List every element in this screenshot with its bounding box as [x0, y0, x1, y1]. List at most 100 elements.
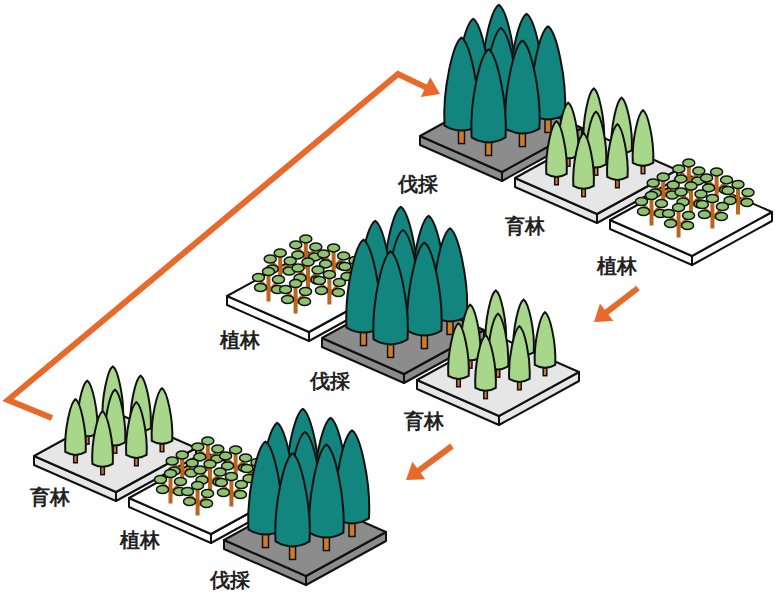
sapling-leaf	[673, 203, 685, 211]
tree-crown	[471, 49, 505, 142]
sapling-leaf	[282, 295, 294, 303]
sapling-leaf	[701, 174, 713, 182]
tree-crown	[275, 453, 309, 546]
sapling-leaf	[202, 437, 214, 445]
sapling-leaf	[685, 182, 697, 190]
sapling-leaf	[332, 289, 344, 297]
sapling-leaf	[230, 446, 242, 454]
tree-crown	[573, 133, 594, 189]
sapling-leaf	[313, 277, 325, 285]
sapling-leaf	[732, 180, 744, 188]
stage-label: 植林	[120, 529, 160, 551]
arrow-head	[594, 304, 613, 322]
forest-plot	[322, 207, 484, 383]
sapling-leaf	[253, 274, 265, 282]
tree-crown	[65, 399, 86, 455]
sapling-leaf	[255, 284, 267, 292]
tree-crown	[535, 312, 556, 368]
sapling-leaf	[656, 200, 668, 208]
sapling-leaf	[312, 266, 324, 274]
sapling-leaf	[300, 287, 312, 295]
sapling-leaf	[192, 481, 204, 489]
sapling-leaf	[657, 173, 669, 181]
sapling-leaf	[241, 464, 253, 472]
sapling-leaf	[315, 287, 327, 295]
stage-label: 育林	[404, 410, 444, 432]
tree-crown	[509, 326, 530, 382]
sapling-leaf	[194, 466, 206, 474]
sapling-leaf	[711, 168, 723, 176]
sapling-leaf	[284, 257, 296, 265]
sapling-leaf	[333, 279, 345, 287]
sapling-leaf	[175, 478, 187, 486]
sapling-leaf	[234, 491, 246, 499]
sapling-leaf	[683, 211, 695, 219]
sapling-leaf	[280, 285, 292, 293]
sapling-leaf	[310, 243, 322, 251]
tree-crown	[505, 41, 539, 134]
sapling-leaf	[721, 176, 733, 184]
sapling-leaf	[742, 188, 754, 196]
sapling-leaf	[318, 250, 330, 258]
sapling-leaf	[263, 268, 275, 276]
forest-plot	[610, 159, 772, 265]
sapling-leaf	[264, 255, 276, 263]
arrow-line	[8, 74, 429, 418]
sapling-leaf	[693, 167, 705, 175]
stage-label: 植林	[597, 255, 637, 277]
sapling-leaf	[741, 198, 753, 206]
forest-plot	[224, 409, 386, 585]
sapling-leaf	[212, 445, 224, 453]
stage-label: 植林	[220, 329, 260, 351]
tree-crown	[309, 445, 343, 538]
sapling-leaf	[323, 271, 335, 279]
sapling-leaf	[673, 165, 685, 173]
sapling-leaf	[675, 188, 687, 196]
sapling-leaf	[636, 198, 648, 206]
tree-crown	[373, 251, 407, 344]
sapling-leaf	[166, 457, 178, 465]
sapling-leaf	[716, 203, 728, 211]
sapling-leaf	[682, 221, 694, 229]
sapling-leaf	[192, 443, 204, 451]
forest-plot	[129, 437, 291, 543]
arrow-head	[406, 462, 425, 480]
sapling-leaf	[646, 192, 658, 200]
stage-label: 育林	[505, 215, 545, 237]
sapling-leaf	[683, 159, 695, 167]
sapling-leaf	[273, 276, 285, 284]
sapling-leaf	[240, 454, 252, 462]
sapling-leaf	[338, 252, 350, 260]
sapling-leaf	[638, 208, 650, 216]
sapling-leaf	[339, 262, 351, 270]
tree-crown	[152, 388, 173, 444]
stage-label: 育林	[30, 486, 70, 508]
sapling-leaf	[290, 241, 302, 249]
sapling-leaf	[706, 195, 718, 203]
sapling-leaf	[184, 497, 196, 505]
sapling-leaf	[220, 452, 232, 460]
arrow-line	[416, 446, 452, 473]
sapling-leaf	[235, 481, 247, 489]
sapling-leaf	[328, 244, 340, 252]
arrow-head	[421, 77, 440, 97]
sapling-leaf	[292, 264, 304, 272]
sapling-leaf	[647, 179, 659, 187]
cycle-arrows	[8, 74, 638, 480]
sapling-leaf	[202, 489, 214, 497]
tree-crown	[407, 243, 441, 336]
sapling-leaf	[665, 219, 677, 227]
sapling-leaf	[157, 486, 169, 494]
stage-label: 伐採	[310, 370, 350, 392]
sapling-leaf	[696, 201, 708, 209]
sapling-leaf	[299, 297, 311, 305]
sapling-leaf	[302, 258, 314, 266]
tree-crown	[448, 323, 469, 379]
forest-plot	[227, 235, 389, 341]
sapling-leaf	[698, 211, 710, 219]
sapling-leaf	[290, 279, 302, 287]
tree-crown	[92, 411, 113, 467]
sapling-leaf	[695, 190, 707, 198]
sapling-leaf	[274, 249, 286, 257]
